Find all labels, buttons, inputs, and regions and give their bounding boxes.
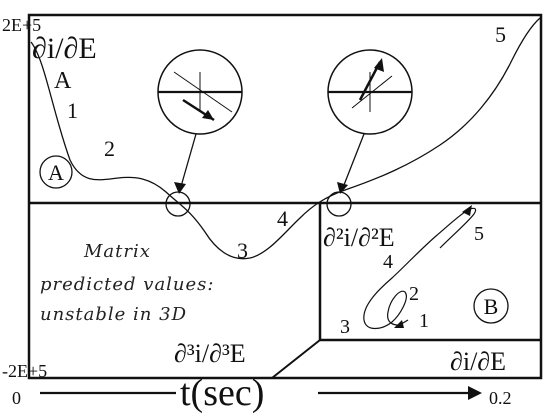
- zoom-pointer-right: [341, 133, 365, 191]
- note-line-2: predicted values:: [40, 274, 214, 295]
- panel-a-y-label-sub: A: [54, 68, 72, 94]
- panel-b-marker-circle: [473, 288, 509, 324]
- panel-b-point-label-4: 4: [383, 251, 393, 273]
- plot-frame: [27, 13, 543, 380]
- panel-a-point-label-5: 5: [495, 22, 506, 47]
- panel-b-trajectory: [363, 207, 477, 330]
- panel-b-y-label: ∂²i/∂²E: [323, 223, 395, 252]
- zoom-inset-right: [327, 49, 413, 135]
- x-axis-title: t(sec): [180, 372, 264, 414]
- x-axis-right-label: 0.2: [489, 388, 512, 408]
- crossing-marker-right: [326, 191, 352, 217]
- panel-b-z-label: ∂³i/∂³E: [174, 339, 246, 368]
- panel-a-point-label-2: 2: [104, 136, 115, 161]
- zoom-pointer-right-arrowhead: [337, 182, 348, 194]
- panel-a-y-label: ∂i/∂E: [32, 32, 97, 65]
- panel-b-point-label-2: 2: [409, 283, 419, 305]
- panel-b-trajectory-arrowhead: [462, 205, 472, 216]
- panel-b-marker-label: B: [484, 294, 499, 319]
- y-axis-bottom-label: -2E+5: [2, 361, 47, 381]
- zoom-pointer-left: [179, 133, 197, 191]
- crossing-marker-left: [165, 191, 191, 217]
- panel-a-marker-label: A: [48, 160, 64, 185]
- panel-a-point-label-1: 1: [67, 98, 78, 123]
- panel-a-curve: [30, 17, 541, 260]
- zoom-inset-left: [157, 49, 243, 135]
- panel-a-point-label-3: 3: [237, 238, 248, 263]
- panel-b-point-label-3: 3: [340, 316, 350, 338]
- panel-b-point-label-5: 5: [474, 223, 484, 245]
- y-axis-top-label: 2E+5: [2, 15, 41, 35]
- panel-b-end-arrowhead: [394, 320, 404, 328]
- panel-a-point-label-4: 4: [277, 206, 288, 231]
- panel-b-point-label-1: 1: [419, 310, 429, 332]
- note-line-3: unstable in 3D: [40, 304, 187, 325]
- panel-b-x-label: ∂i/∂E: [450, 347, 506, 376]
- x-axis-left-label: 0: [12, 388, 21, 408]
- time-axis-arrowhead: [468, 386, 482, 400]
- panel-a-marker-circle: [39, 155, 73, 189]
- zoom-pointer-left-arrowhead: [174, 182, 186, 194]
- note-line-1: Matrix: [83, 241, 151, 262]
- panel-b-depth-axis: [271, 339, 321, 379]
